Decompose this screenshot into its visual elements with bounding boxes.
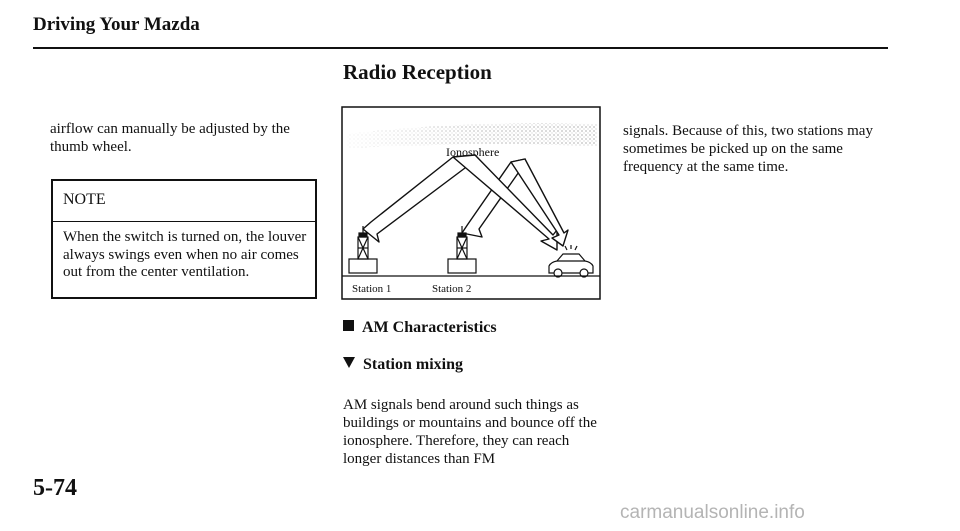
page-number: 5-74 [33,475,77,501]
section-title: Radio Reception [343,60,492,84]
station-mixing-heading: Station mixing [343,356,463,374]
right-paragraph: signals. Because of this, two stations m… [623,123,873,175]
triangle-bullet-icon [343,357,355,368]
station1-tower-icon [348,226,378,274]
left-paragraph: airflow can manually be adjusted by the … [50,121,290,155]
ionosphere-layer [347,123,597,148]
note-text: When the switch is turned on, the louver… [63,229,307,280]
note-heading: NOTE [63,191,106,208]
header-divider [33,47,888,49]
middle-paragraph: AM signals bend around such things as bu… [343,397,597,467]
reflected-wave-arrow-1 [452,154,558,251]
ionosphere-label: Ionosphere [446,145,499,159]
station2-tower-icon [447,226,477,274]
am-characteristics-heading: AM Characteristics [343,319,497,337]
car-icon [548,245,594,278]
station2-label: Station 2 [432,283,471,295]
station1-label: Station 1 [352,283,391,295]
watermark: carmanualsonline.info [620,502,805,523]
radio-reception-figure: Ionosphere [341,106,601,300]
station-mixing-label: Station mixing [363,356,464,373]
am-characteristics-label: AM Characteristics [362,319,497,336]
page-header-title: Driving Your Mazda [33,14,200,35]
radio-wave-arrows [362,154,569,251]
square-bullet-icon [343,320,354,331]
reflected-wave-arrow-2 [510,158,569,247]
note-divider [53,221,315,222]
note-box: NOTE When the switch is turned on, the l… [51,179,317,299]
